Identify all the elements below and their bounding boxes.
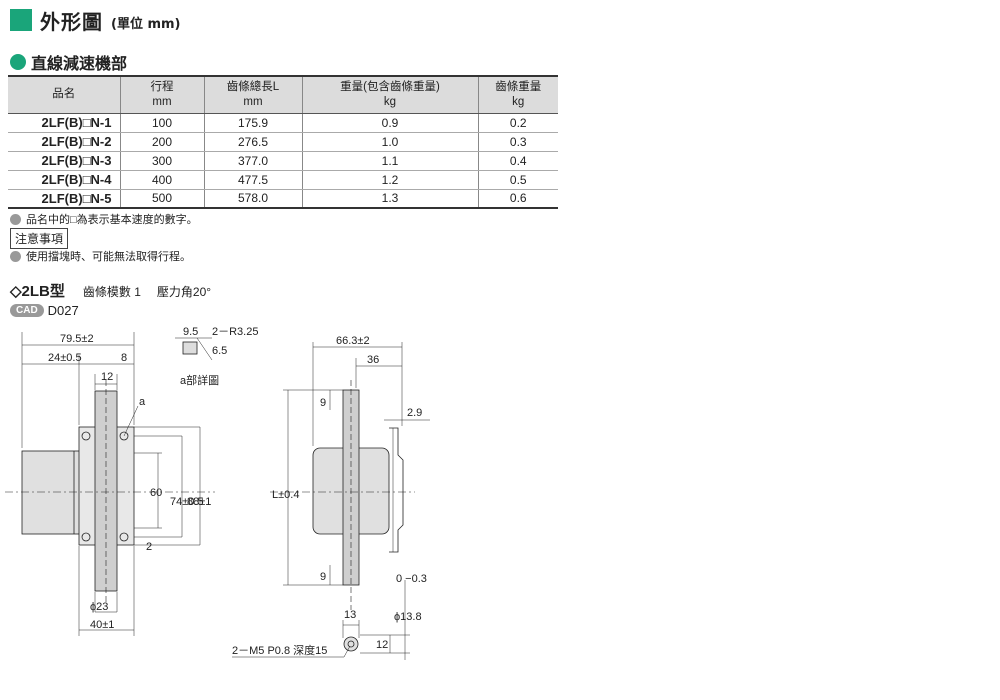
pressure-angle: 壓力角20° [156, 285, 212, 299]
dim-2: 2 [146, 541, 152, 553]
detail-9-5: 9.5 [183, 326, 198, 338]
cell-stroke: 200 [119, 132, 204, 152]
cell-weight: 1.1 [301, 151, 478, 171]
table-row: 2LF(B)□N-1 100 175.9 0.9 0.2 [8, 113, 558, 133]
table-row: 2LF(B)□N-5 500 578.0 1.3 0.6 [8, 189, 558, 209]
mount-hole [119, 431, 129, 441]
cell-name: 2LF(B)□N-1 [8, 113, 120, 133]
note-speed-number: 品名中的□為表示基本速度的數字。 [10, 211, 198, 227]
cell-rack-weight: 0.5 [477, 170, 558, 190]
col-header-name: 品名 [8, 75, 120, 114]
dim-phi23: ϕ23 [90, 601, 108, 613]
type-name: ◇2LB型 [10, 283, 65, 300]
cell-length: 578.0 [203, 189, 302, 209]
rack-end-face [343, 636, 359, 652]
dim-40: 40±1 [90, 619, 114, 631]
cad-reference: CAD D027 [10, 303, 79, 318]
cell-length: 477.5 [203, 170, 302, 190]
section-dot-icon [10, 54, 26, 70]
dim-88: 88±1 [187, 496, 211, 508]
dim-66-3: 66.3±2 [336, 335, 370, 347]
cell-length: 175.9 [203, 113, 302, 133]
detail-6-5: 6.5 [212, 345, 227, 357]
cell-length: 377.0 [203, 151, 302, 171]
note-text: 使用擋塊時、可能無法取得行程。 [26, 251, 191, 263]
note-bullet-icon [10, 250, 21, 262]
cell-rack-weight: 0.2 [477, 113, 558, 133]
side-flange [389, 427, 404, 553]
unit-label: (單位 mm) [111, 16, 181, 32]
rack-module: 齒條模數 1 [82, 285, 141, 299]
dim-36: 36 [367, 354, 379, 366]
col-header-weight: 重量(包含齒條重量)kg [301, 75, 478, 114]
cell-rack-weight: 0.3 [477, 132, 558, 152]
cell-stroke: 300 [119, 151, 204, 171]
table-row: 2LF(B)□N-3 300 377.0 1.1 0.4 [8, 151, 558, 171]
cell-weight: 0.9 [301, 113, 478, 133]
header-square-icon [10, 9, 32, 31]
page-title: 外形圖 [40, 9, 103, 34]
mount-hole [81, 532, 91, 542]
cell-weight: 1.2 [301, 170, 478, 190]
dim-60: 60 [150, 487, 162, 499]
note-text: 品名中的□為表示基本速度的數字。 [26, 214, 198, 226]
type-heading: ◇2LB型 齒條模數 1 壓力角20° [10, 280, 211, 301]
cell-stroke: 500 [119, 189, 204, 209]
dim-2-9: 2.9 [407, 407, 422, 419]
cell-rack-weight: 0.6 [477, 189, 558, 209]
dim-12b: 12 [376, 639, 388, 651]
cell-rack-weight: 0.4 [477, 151, 558, 171]
cell-stroke: 400 [119, 170, 204, 190]
dim-L: L±0.4 [272, 489, 299, 501]
dim-74: 74±0.5 [170, 496, 204, 508]
cell-name: 2LF(B)□N-4 [8, 170, 120, 190]
tapped-hole [347, 640, 355, 648]
dim-9-top: 9 [320, 397, 326, 409]
mount-hole [119, 532, 129, 542]
cad-code: D027 [47, 303, 79, 318]
caution-box: 注意事項 [10, 228, 69, 249]
cell-weight: 1.3 [301, 189, 478, 209]
cell-length: 276.5 [203, 132, 302, 152]
page-header: 外形圖 (單位 mm) [10, 8, 181, 34]
dim-tolerance: 0 −0.3 [396, 573, 427, 585]
note-bullet-icon [10, 213, 21, 225]
dim-offset-24: 24±0.5 [48, 352, 82, 364]
dim-12: 12 [101, 371, 113, 383]
cell-name: 2LF(B)□N-3 [8, 151, 120, 171]
dim-width-total: 79.5±2 [60, 333, 94, 345]
dim-13: 13 [344, 609, 356, 621]
mount-hole [81, 431, 91, 441]
table-row: 2LF(B)□N-4 400 477.5 1.2 0.5 [8, 170, 558, 190]
cell-weight: 1.0 [301, 132, 478, 152]
section-heading: 直線減速機部 [10, 50, 127, 74]
label-a: a [139, 396, 146, 408]
detail-radius: 2－R3.25 [212, 326, 258, 338]
dim-9-bottom: 9 [320, 571, 326, 583]
dimension-drawing: 79.5±2 24±0.5 8 12 a 60 74±0.5 88±1 2 ϕ2… [5, 326, 430, 660]
dim-phi13-8: ϕ13.8 [394, 611, 422, 623]
tap-label: 2－M5 P0.8 深度15 [232, 643, 327, 657]
section-title: 直線減速機部 [31, 54, 128, 73]
cell-name: 2LF(B)□N-2 [8, 132, 120, 152]
dim-8: 8 [121, 352, 127, 364]
detail-a-label: a部詳圖 [180, 373, 219, 387]
detail-a-slot [182, 341, 198, 355]
cell-name: 2LF(B)□N-5 [8, 189, 120, 209]
note-stopper: 使用擋塊時、可能無法取得行程。 [10, 248, 191, 264]
table-row: 2LF(B)□N-2 200 276.5 1.0 0.3 [8, 132, 558, 152]
cad-badge-icon: CAD [10, 304, 44, 317]
cell-stroke: 100 [119, 113, 204, 133]
